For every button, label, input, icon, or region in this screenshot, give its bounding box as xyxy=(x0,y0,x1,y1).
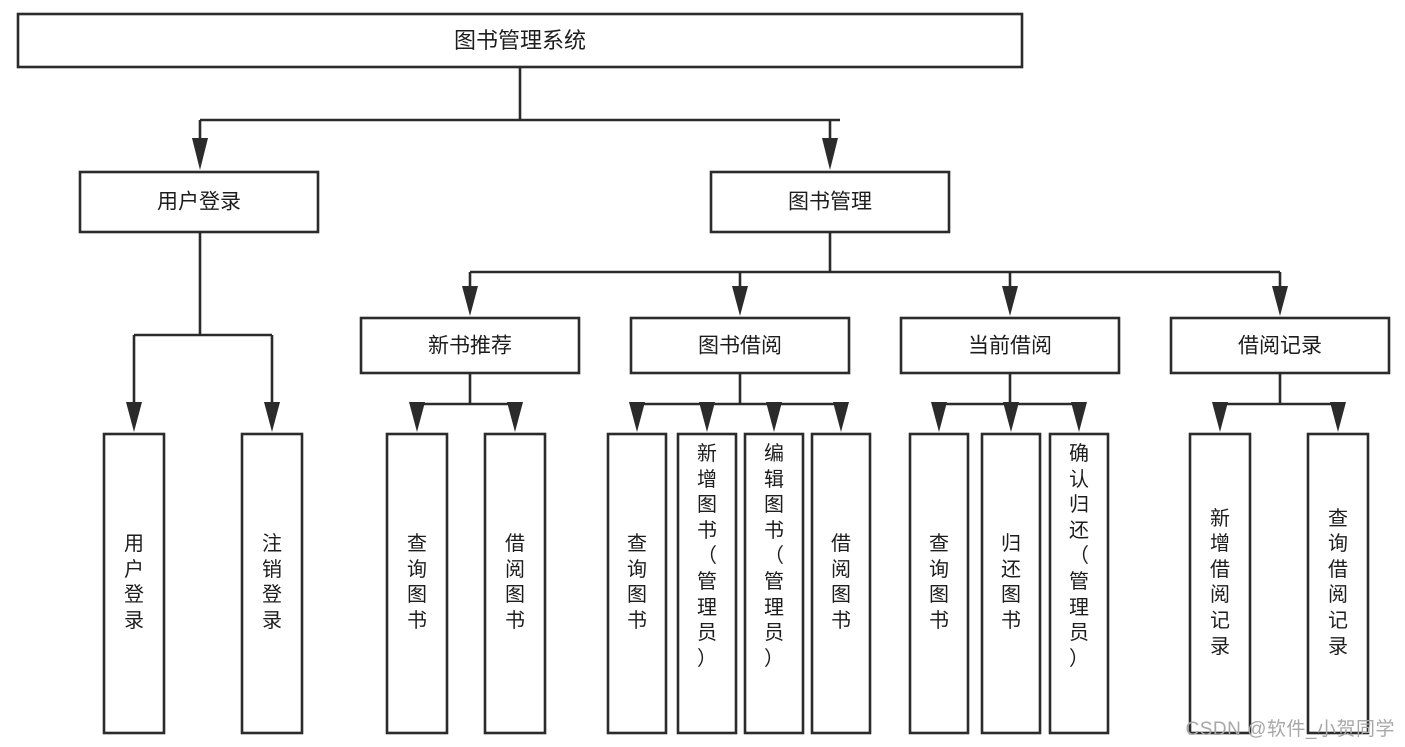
leaf-query-book-3-box[interactable] xyxy=(908,432,970,735)
arrow-current-borrow-leaf-2 xyxy=(1003,402,1019,432)
book-manage-label: 图书管理 xyxy=(788,191,872,214)
arrow-book-manage-to-new-book-recommend xyxy=(462,286,478,316)
arrow-user-login-leaf-2 xyxy=(264,402,280,432)
arrow-book-borrow-leaf-4 xyxy=(833,402,849,432)
arrow-book-borrow-leaf-1 xyxy=(629,402,645,432)
leaf-return-book-box[interactable] xyxy=(980,432,1042,735)
node-user-login[interactable]: 用户登录 xyxy=(78,170,320,234)
node-new-book-recommend[interactable]: 新书推荐 xyxy=(359,316,581,375)
user-login-box[interactable] xyxy=(78,170,320,234)
leaf-box-layer xyxy=(102,432,1370,735)
arrow-user-login-leaf-1 xyxy=(126,402,142,432)
root-label: 图书管理系统 xyxy=(454,28,586,53)
new-book-recommend-label: 新书推荐 xyxy=(428,335,512,358)
leaf-borrow-book-2-box[interactable] xyxy=(810,432,872,735)
node-current-borrow[interactable]: 当前借阅 xyxy=(899,316,1121,375)
current-borrow-label: 当前借阅 xyxy=(968,335,1052,358)
user-login-label: 用户登录 xyxy=(157,191,241,214)
leaf-query-borrow-record-box[interactable] xyxy=(1306,432,1370,735)
node-book-manage[interactable]: 图书管理 xyxy=(709,170,951,234)
connector-layer xyxy=(126,67,1346,432)
leaf-user-login-box[interactable] xyxy=(102,432,166,735)
arrow-new-book-recommend-leaf-1 xyxy=(409,402,425,432)
book-borrow-box[interactable] xyxy=(629,316,851,375)
arrow-current-borrow-leaf-3 xyxy=(1071,402,1087,432)
arrow-borrow-record-leaf-2 xyxy=(1330,402,1346,432)
leaf-confirm-return-box[interactable] xyxy=(1048,432,1110,735)
watermark: CSDN @软件_小贺同学 xyxy=(1185,719,1395,740)
arrow-root-to-book-manage xyxy=(822,138,838,170)
leaf-edit-book-box[interactable] xyxy=(743,432,805,735)
arrow-book-manage-to-current-borrow xyxy=(1002,286,1018,316)
node-book-borrow[interactable]: 图书借阅 xyxy=(629,316,851,375)
arrow-new-book-recommend-leaf-2 xyxy=(507,402,523,432)
root-box[interactable] xyxy=(16,12,1024,69)
arrow-borrow-record-leaf-1 xyxy=(1212,402,1228,432)
borrow-record-label: 借阅记录 xyxy=(1238,335,1322,358)
leaf-query-book-1-box[interactable] xyxy=(385,432,449,735)
current-borrow-box[interactable] xyxy=(899,316,1121,375)
arrow-book-borrow-leaf-2 xyxy=(699,402,715,432)
leaf-add-book-box[interactable] xyxy=(676,432,738,735)
new-book-recommend-box[interactable] xyxy=(359,316,581,375)
book-manage-box[interactable] xyxy=(709,170,951,234)
arrow-book-manage-to-borrow-record xyxy=(1272,286,1288,316)
arrow-root-to-user-login xyxy=(192,138,208,170)
arrow-current-borrow-leaf-1 xyxy=(931,402,947,432)
leaf-borrow-book-1-box[interactable] xyxy=(483,432,547,735)
arrow-book-borrow-leaf-3 xyxy=(766,402,782,432)
book-borrow-label: 图书借阅 xyxy=(698,335,782,358)
node-borrow-record[interactable]: 借阅记录 xyxy=(1169,316,1391,375)
node-root[interactable]: 图书管理系统 xyxy=(16,12,1024,69)
arrow-book-manage-to-book-borrow xyxy=(732,286,748,316)
leaf-logout-box[interactable] xyxy=(240,432,304,735)
borrow-record-box[interactable] xyxy=(1169,316,1391,375)
leaf-add-borrow-record-box[interactable] xyxy=(1188,432,1252,735)
leaf-query-book-2-box[interactable] xyxy=(606,432,668,735)
